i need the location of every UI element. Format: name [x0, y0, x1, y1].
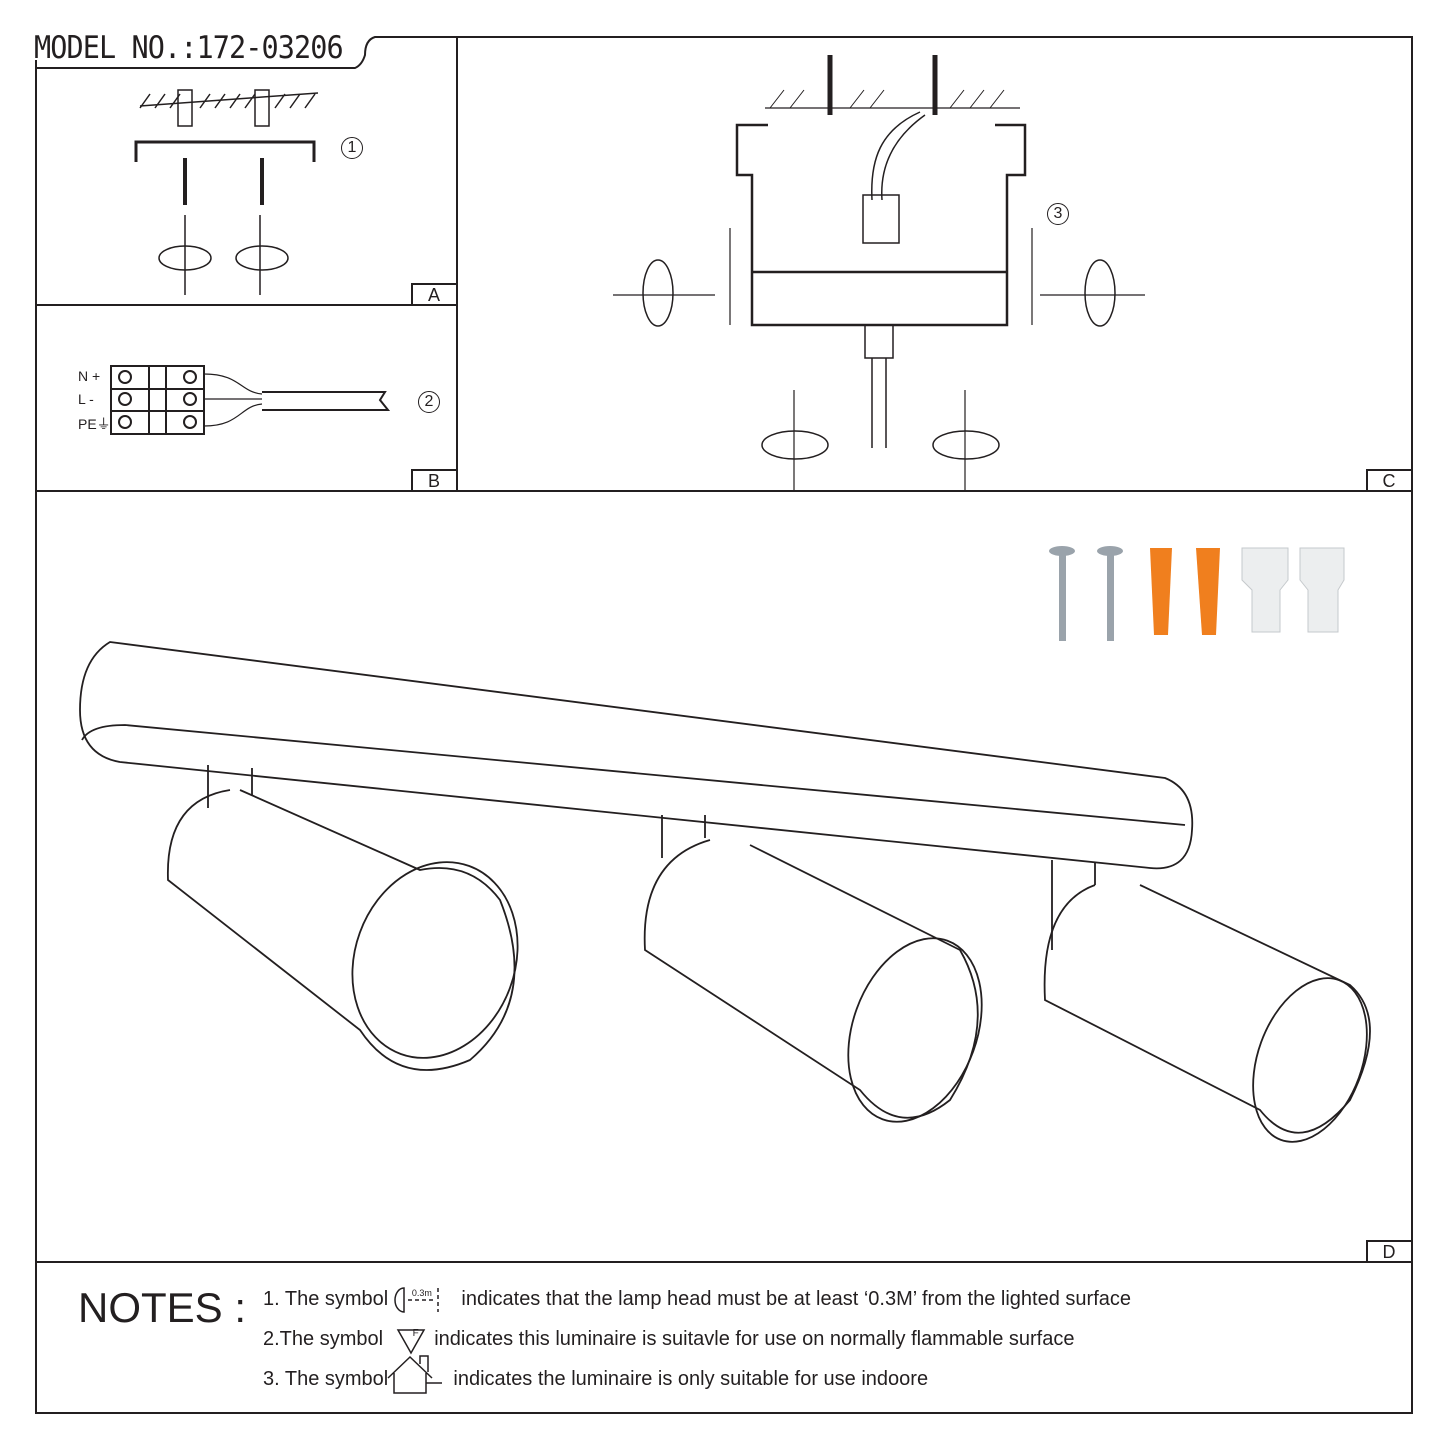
terminal-label: PE⏚: [78, 416, 111, 432]
note-text: indicates this luminaire is suitavle for…: [434, 1328, 1075, 1350]
panel-a-drawing: [134, 89, 319, 295]
note-2: 2.The symbol F indicates this luminaire …: [263, 1328, 1074, 1351]
panel-b-terminal-block: [110, 365, 391, 435]
model-number: MODEL NO.:172-03206: [34, 30, 344, 66]
panel-label-d: D: [1382, 1242, 1396, 1262]
step-number: 2: [418, 391, 440, 413]
wire-connector-icon: [1299, 547, 1345, 633]
wall-anchor-icon: [1196, 548, 1220, 635]
wire-connector-icon: [1241, 547, 1289, 633]
outer-frame: [35, 36, 1413, 1414]
step-number: 1: [341, 137, 363, 159]
note-prefix: 2.The symbol: [263, 1328, 384, 1350]
note-text: indicates that the lamp head must be at …: [461, 1288, 1131, 1310]
screw-icon: [1097, 546, 1123, 641]
flammable-surface-icon: [396, 1329, 426, 1355]
indoor-house-icon: [387, 1355, 442, 1394]
hardware-kit: [1049, 546, 1345, 641]
terminal-label: L -: [78, 391, 94, 407]
note-3: 3. The symbol indicates the luminaire is…: [263, 1368, 928, 1391]
distance-symbol-icon: [394, 1287, 405, 1313]
notes-heading: NOTES :: [78, 1284, 247, 1331]
note-text: indicates the luminaire is only suitable…: [453, 1368, 929, 1390]
spotlight-fixture-drawing: [79, 641, 1371, 1143]
symbol-text: F: [412, 1328, 419, 1339]
step-number: 3: [1047, 203, 1069, 225]
symbol-text: 0.3m: [411, 1288, 432, 1298]
screw-icon: [1049, 546, 1075, 641]
terminal-label: N +: [78, 368, 101, 384]
wall-anchor-icon: [1150, 548, 1172, 635]
panel-label-b: B: [427, 471, 440, 491]
note-symbols: [387, 1287, 442, 1394]
panel-label-a: A: [427, 285, 440, 305]
panel-c-drawing: [613, 55, 1145, 491]
note-1: 1. The symbol 0.3m indicates that the la…: [263, 1288, 1131, 1311]
panel-label-c: C: [1382, 471, 1396, 491]
note-prefix: 1. The symbol: [263, 1288, 389, 1310]
note-prefix: 3. The symbol: [263, 1368, 389, 1390]
